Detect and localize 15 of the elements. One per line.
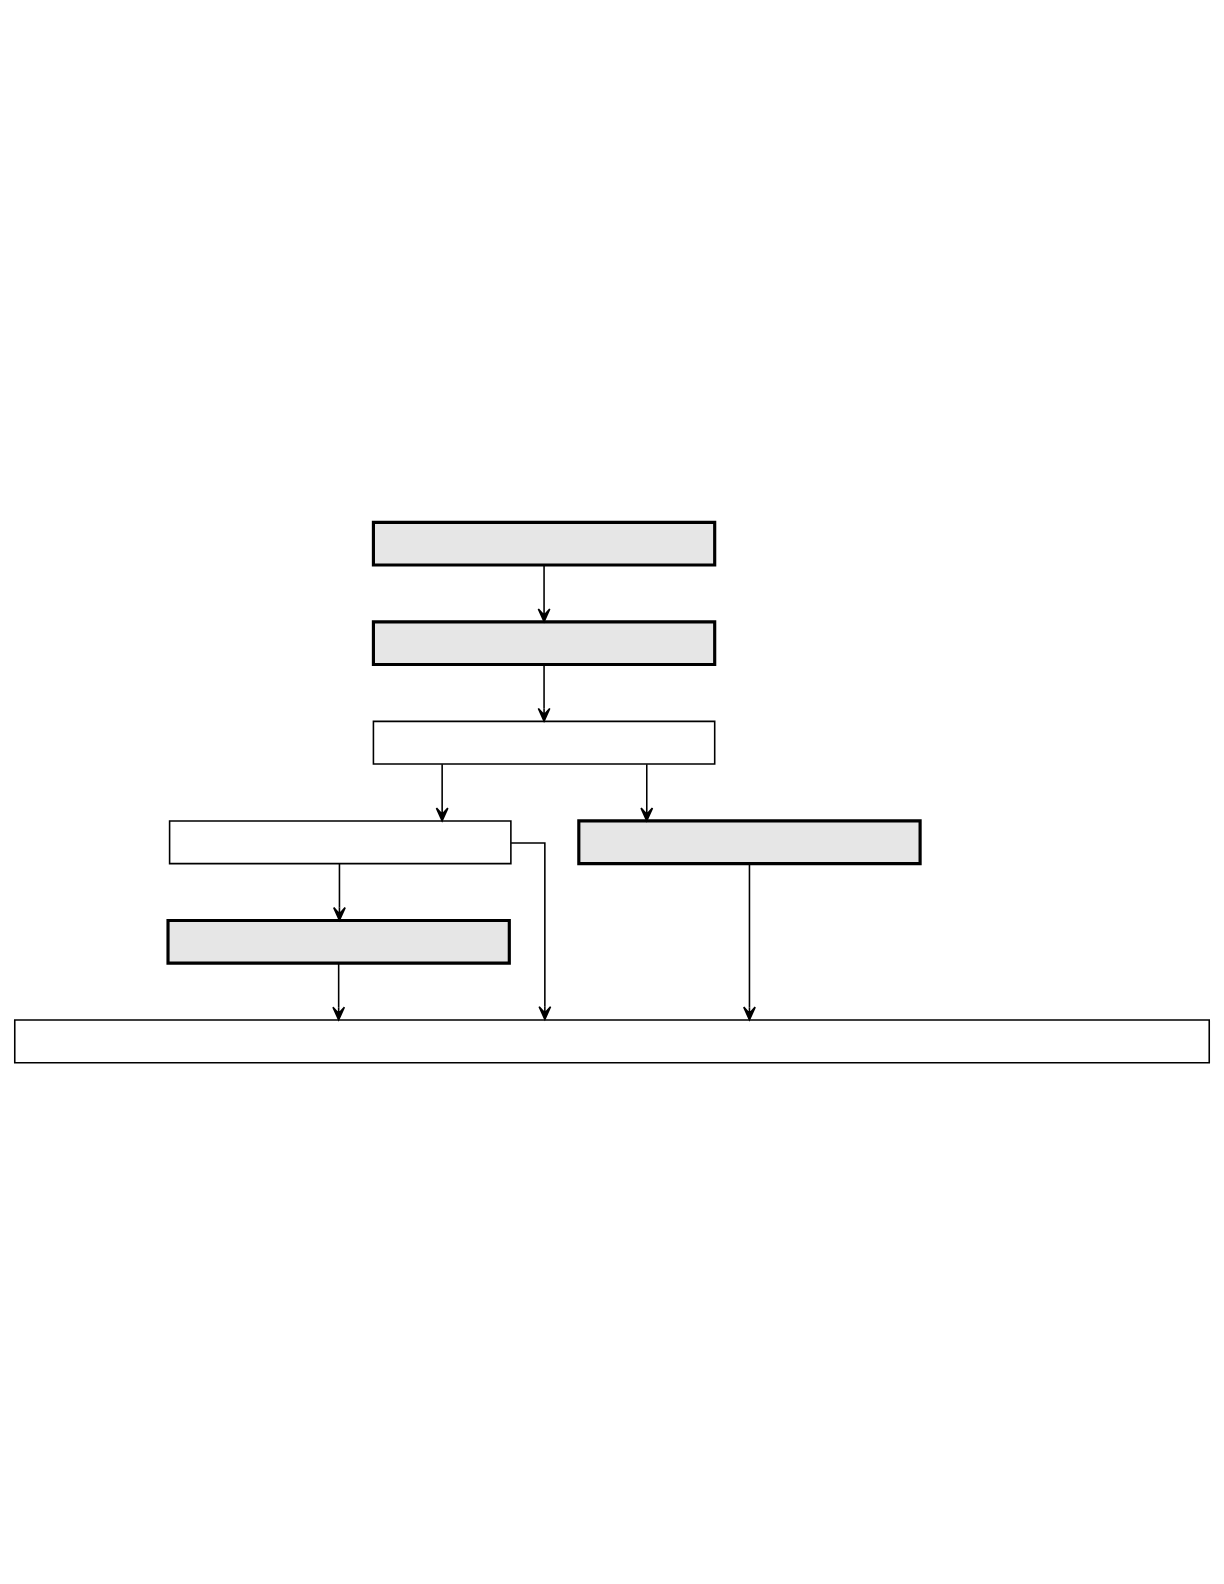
arrow	[332, 862, 346, 921]
node-box	[371, 619, 717, 666]
node-box	[13, 1018, 1211, 1063]
arrow	[435, 763, 449, 821]
node-box	[372, 720, 716, 765]
node-box	[166, 918, 511, 965]
node-box	[371, 520, 717, 567]
arrow	[537, 663, 551, 722]
arrow	[537, 563, 551, 622]
arrow	[332, 962, 346, 1021]
node-box	[168, 819, 512, 864]
arrow	[743, 863, 756, 1021]
node-box	[577, 818, 922, 865]
arrow	[510, 841, 552, 1020]
arrow	[640, 763, 654, 821]
